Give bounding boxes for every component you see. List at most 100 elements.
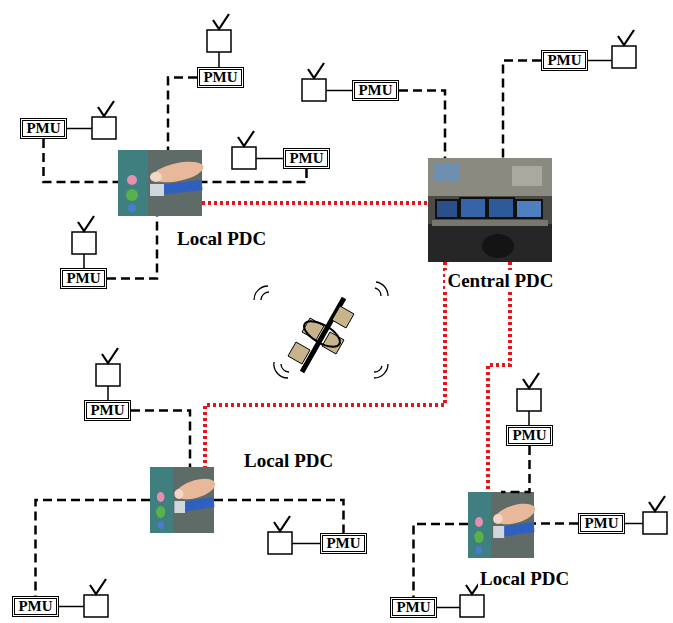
finger [151,158,206,186]
satellite-ring [300,316,344,352]
pmu-link [214,500,344,533]
port [156,506,165,518]
antenna-tie [292,543,320,545]
antenna-tie [107,386,109,400]
desk [428,224,552,262]
pdc-label: Local PDC [478,568,571,589]
monitor [488,198,514,218]
port [475,517,483,527]
antenna-symbol [274,516,290,531]
antenna-tie [624,523,643,525]
antenna-tie [66,128,92,130]
cable [180,502,214,507]
pmu-link [399,91,445,159]
antenna-box [302,79,326,101]
pmu-box: PMU [541,50,588,71]
chair [482,234,514,258]
pmu-link [202,169,307,182]
antenna-box [92,117,116,139]
pmu-label: PMU [90,403,124,418]
port [476,546,482,554]
port [126,189,138,201]
pdc-node: Local PDC [118,150,202,216]
picture-panel [150,467,173,533]
antenna-symbol [238,131,254,146]
antenna-tie [256,158,283,160]
pdc-label: Central PDC [445,270,555,291]
pmu-label: PMU [396,600,430,615]
central-pdc-picture [428,158,552,262]
pdc-label: Local PDC [242,450,335,471]
pmu-label: PMU [584,516,618,531]
pmu-box: PMU [283,148,330,169]
plug [174,501,185,513]
plug [493,526,504,538]
port [158,521,164,529]
pmu-link [414,524,469,597]
picture-panel [118,150,148,216]
antenna-symbol [213,14,229,29]
pmu-link [534,522,578,525]
nail [174,489,183,499]
pmu-label: PMU [547,53,581,68]
finger [175,475,217,503]
antenna-tie [528,411,530,425]
signal-wave [374,364,388,378]
signal-wave [281,364,289,372]
picture-ground [118,150,202,216]
pmu-link [503,61,541,159]
wall-screen [434,164,460,182]
antenna-symbol [308,63,324,78]
port [128,204,136,212]
antenna-symbol [102,348,118,363]
solar-panel [332,306,354,328]
signal-wave [374,366,382,372]
antenna-symbol [90,579,106,594]
antenna-symbol [78,216,94,231]
port [127,175,137,185]
signal-waves [254,282,388,378]
wall [428,158,552,196]
window [512,166,542,186]
antenna-symbol [523,373,539,388]
antenna-box [612,46,636,68]
pmu-link [131,411,190,468]
antenna-box [232,147,256,169]
cable [499,527,534,532]
pdc-link [488,262,510,492]
antenna-box [96,364,120,386]
finger [494,500,537,528]
pmu-link [44,139,119,182]
desk-edge [432,220,548,226]
pmu-link [36,500,151,596]
local-pdc-picture [150,467,217,533]
pmu-label: PMU [66,271,100,286]
pmu-link [107,216,157,279]
pmu-link [501,446,530,492]
antenna-box [517,389,541,411]
port [157,492,165,502]
pmu-box: PMU [84,400,131,421]
picture-ground [428,158,552,262]
antenna-box [268,532,292,554]
antenna-tie [587,60,612,62]
local-pdc-picture [468,492,537,558]
pdc-link [205,262,445,467]
monitor [436,200,458,218]
local-pdc-picture [118,150,205,216]
picture-panel [468,492,492,558]
antenna-box [84,595,108,617]
satellite [288,298,354,372]
nail [493,514,502,524]
cable [158,185,202,190]
antenna-tie [218,52,220,67]
pdc-node: Central PDC [428,158,552,262]
antenna-box [643,512,667,534]
pdc-node: Local PDC [468,492,534,558]
antenna-symbol [649,496,665,511]
pdc-label: Local PDC [175,228,268,249]
antenna-box [460,595,484,617]
signal-wave [376,282,388,296]
pmu-box: PMU [578,513,625,534]
